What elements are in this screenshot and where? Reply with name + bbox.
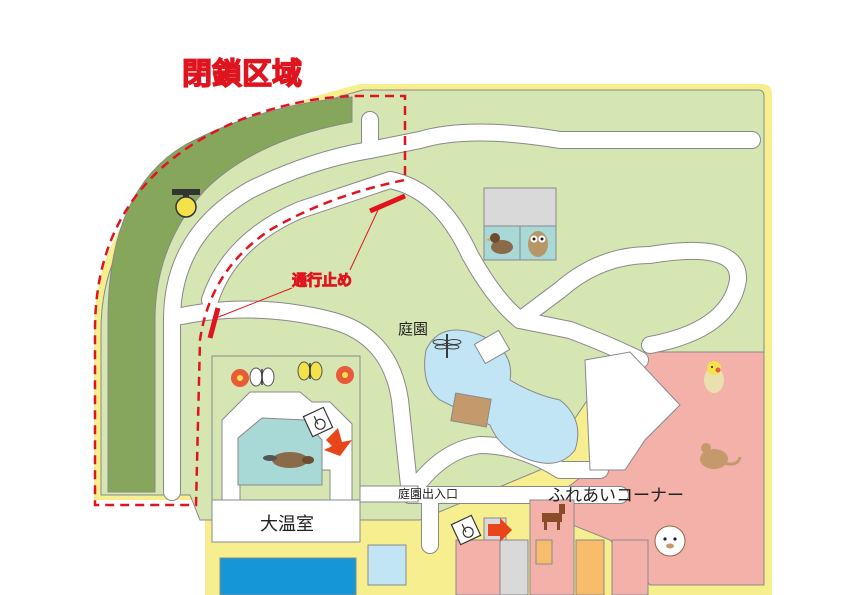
bottom-building-pink-1 bbox=[455, 539, 501, 595]
forest-strip bbox=[107, 96, 353, 493]
road-closed-marker-left bbox=[207, 307, 221, 339]
street-lamp-icon bbox=[172, 189, 200, 218]
kangaroo-icon bbox=[700, 443, 742, 469]
road-closed-leader-1 bbox=[349, 209, 379, 271]
greenhouse-pool bbox=[237, 417, 323, 486]
garden-gate-bar bbox=[359, 485, 419, 503]
platypus-icon bbox=[263, 452, 314, 468]
greenhouse-label: 大温室 bbox=[260, 514, 314, 535]
direction-arrow-icon-1 bbox=[324, 428, 352, 456]
garden-deck bbox=[450, 392, 492, 428]
aviary-roof bbox=[483, 187, 557, 227]
wheelchair-sign-icon-1 bbox=[302, 406, 334, 438]
blue-pool bbox=[219, 557, 357, 595]
bottom-building-gray bbox=[499, 539, 529, 595]
garden-label: 庭園 bbox=[398, 320, 428, 338]
bottom-building-orange-2 bbox=[575, 539, 605, 595]
closed-area-label: 閉鎖区域 bbox=[182, 57, 302, 92]
bottom-pond bbox=[367, 544, 407, 586]
bottom-building-orange-1 bbox=[535, 539, 553, 565]
petting-path bbox=[584, 351, 681, 471]
petting-corner-label: ふれあいコーナー bbox=[548, 486, 684, 506]
greenhouse-hall bbox=[211, 499, 361, 543]
direction-arrow-icon-2 bbox=[488, 518, 512, 542]
bottom-building-pink-3 bbox=[611, 539, 649, 595]
road-closed-leader-2 bbox=[215, 287, 293, 319]
butterfly-icon-1 bbox=[249, 367, 275, 387]
duck-icon bbox=[486, 233, 513, 254]
cockatiel-icon bbox=[704, 361, 724, 393]
closed-area-outline bbox=[93, 94, 407, 507]
road-closed-marker-top bbox=[369, 193, 406, 214]
hibiscus-icon-1 bbox=[231, 369, 249, 387]
garden-gate-label: 庭園出入口 bbox=[398, 486, 458, 501]
hibiscus-icon-2 bbox=[336, 366, 354, 384]
dragonfly-icon bbox=[432, 334, 462, 358]
alpaca-icon bbox=[654, 525, 686, 557]
horse-icon bbox=[542, 504, 565, 530]
garden-bridge bbox=[473, 329, 511, 365]
wheelchair-sign-icon-2 bbox=[450, 514, 482, 546]
road-closed-label: 通行止め bbox=[292, 271, 352, 289]
owl-icon bbox=[528, 231, 548, 257]
butterfly-icon-2 bbox=[297, 361, 323, 381]
